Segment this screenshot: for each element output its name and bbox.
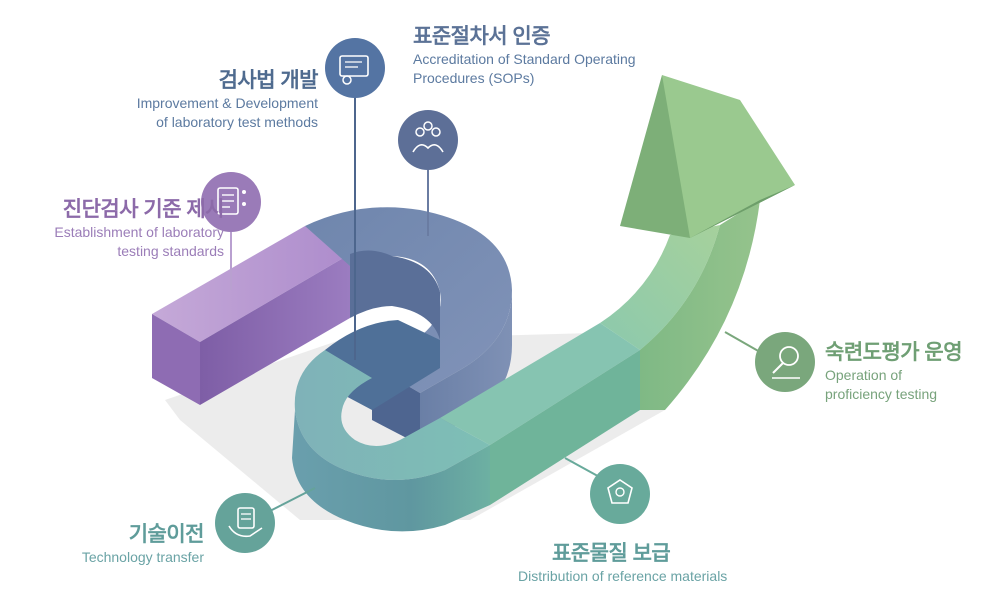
certificate-icon	[325, 38, 385, 98]
label-proficiency-testing: 숙련도평가 운영 Operation of proficiency testin…	[825, 340, 975, 404]
label-sop-accreditation: 표준절차서 인증 Accreditation of Standard Opera…	[413, 24, 673, 88]
magnifier-chart-icon	[755, 332, 815, 392]
label-technology-transfer: 기술이전 Technology transfer	[60, 522, 205, 567]
people-group-icon	[398, 110, 458, 170]
label-subtitle-line: Accreditation of Standard Operating	[413, 51, 636, 67]
label-title: 표준절차서 인증	[413, 25, 551, 48]
label-title: 숙련도평가 운영	[825, 341, 963, 364]
hand-document-icon	[215, 493, 275, 553]
purple-segment	[152, 226, 350, 405]
label-subtitle-line: Procedures (SOPs)	[413, 70, 535, 86]
label-subtitle-line: of laboratory test methods	[156, 114, 318, 130]
teal-green-segment	[440, 323, 640, 505]
label-subtitle-line: Distribution of reference materials	[518, 568, 728, 584]
green-arrow-segment	[600, 75, 795, 410]
molecule-icon	[590, 464, 650, 524]
label-diagnostic-standards: 진단검사 기준 제시 Establishment of laboratory t…	[12, 197, 224, 261]
teal-curve-segment	[292, 350, 490, 532]
connector-transfer	[267, 487, 316, 513]
label-subtitle-line: Operation of	[825, 367, 903, 383]
label-title: 기술이전	[128, 523, 205, 546]
label-title: 검사법 개발	[218, 69, 319, 92]
connector-green	[724, 331, 761, 353]
label-title: 표준물질 보급	[552, 542, 671, 565]
blue-arch-segment	[305, 207, 512, 445]
document-checklist-icon	[201, 172, 261, 232]
label-reference-materials: 표준물질 보급 Distribution of reference materi…	[518, 541, 758, 586]
label-subtitle-line: testing standards	[117, 243, 224, 259]
label-title: 진단검사 기준 제시	[62, 198, 225, 221]
label-test-methods: 검사법 개발 Improvement & Development of labo…	[118, 68, 319, 132]
label-subtitle-line: Establishment of laboratory	[54, 224, 224, 240]
label-subtitle-line: proficiency testing	[825, 386, 938, 402]
label-subtitle-line: Improvement & Development	[136, 95, 318, 111]
label-subtitle-line: Technology transfer	[81, 549, 204, 565]
